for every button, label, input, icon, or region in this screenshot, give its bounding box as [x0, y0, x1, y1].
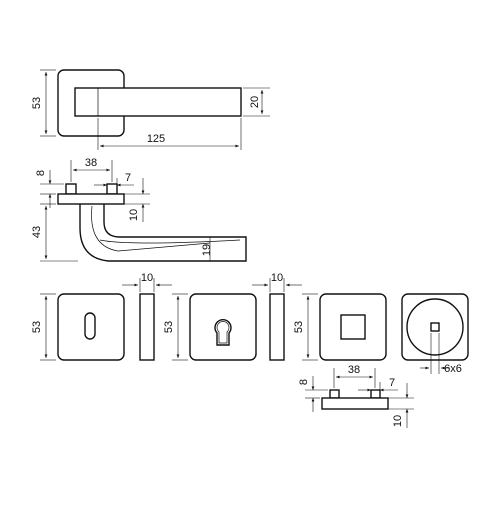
dim-cyl-plate-thickness: 10: [271, 272, 283, 284]
lever-bar: [74, 87, 242, 117]
dim-side-spacing: 38: [85, 157, 97, 169]
dim-wc-side-pin: 7: [389, 377, 395, 389]
dim-side-lever-thickness: 19: [201, 244, 213, 256]
dim-lever-height: 20: [249, 96, 261, 108]
dim-cyl-rose-height: 53: [163, 321, 175, 333]
dim-wc-side-spacing: 38: [348, 364, 360, 376]
cylinder-plate-side: 10: [252, 272, 302, 361]
keyhole: [84, 312, 96, 340]
pin-left: [65, 183, 77, 195]
release-disc: [406, 298, 464, 356]
dim-wc-side-height: 10: [392, 415, 404, 427]
wc-side-view: 8 38 7 10: [298, 364, 414, 428]
wc-rose-knob: 53: [293, 293, 387, 361]
dim-key-plate-thickness: 10: [141, 272, 153, 284]
dim-wc-square: 6x6: [444, 363, 462, 375]
wc-rose-release: 6x6: [401, 293, 469, 375]
dim-rose-height: 53: [31, 97, 43, 109]
dim-side-height: 43: [31, 226, 43, 238]
pin-right: [106, 183, 118, 195]
dim-wc-rose-height: 53: [293, 321, 305, 333]
lever-side-view: 8 38 7 10 43 19: [31, 157, 247, 262]
dim-side-pin: 7: [125, 172, 131, 184]
wc-square-knob: [340, 314, 366, 340]
dim-side-offset: 10: [128, 209, 140, 221]
cylinder-hole: [214, 319, 232, 346]
dim-lever-length: 125: [147, 133, 165, 145]
key-escutcheon: 53: [31, 293, 125, 361]
key-plate-side: 10: [122, 272, 172, 361]
lever-front-view: 53 20 125: [31, 69, 270, 150]
release-square: [430, 322, 440, 332]
lever-profile: [79, 204, 247, 262]
dim-wc-side-rose-thickness: 8: [298, 379, 310, 385]
side-rose-plate: [57, 193, 125, 205]
cylinder-escutcheon: 53: [163, 293, 257, 361]
dim-side-rose-thickness: 8: [35, 170, 47, 176]
dim-key-rose-height: 53: [31, 321, 43, 333]
